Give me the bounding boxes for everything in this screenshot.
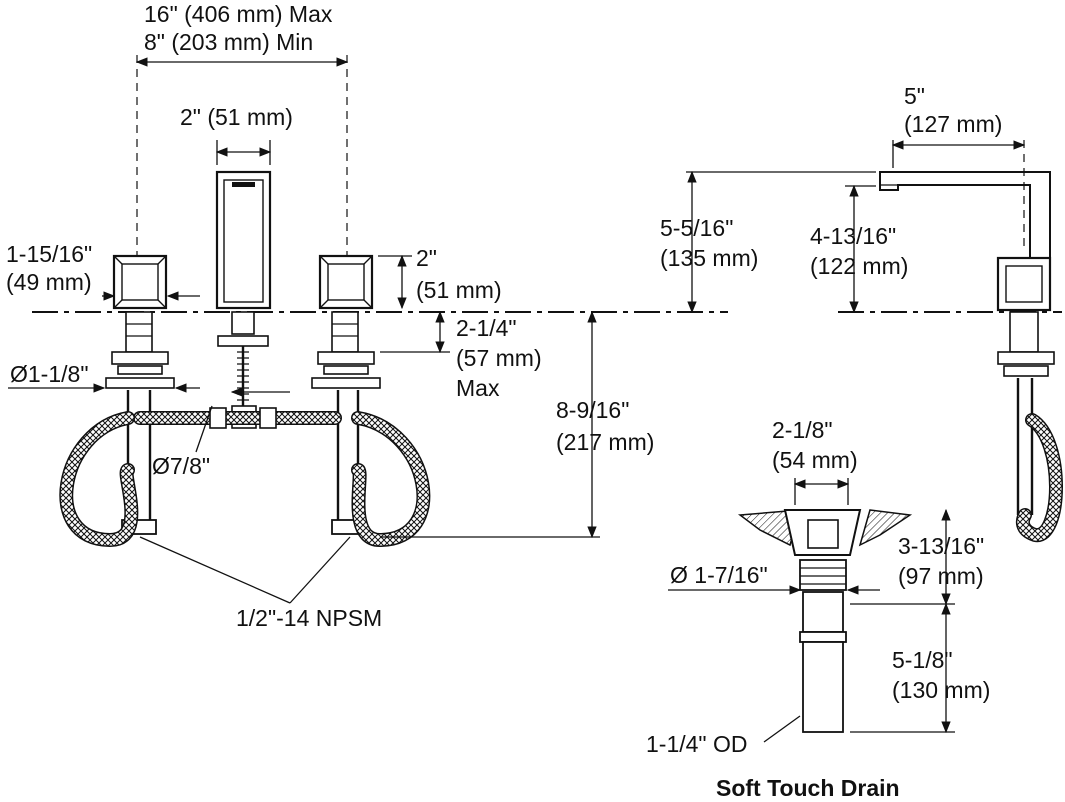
handle-width-in-label: 1-15/16" [6,241,92,267]
drain-height-mm-label: (97 mm) [898,563,984,589]
spout-height-in-label: 5-5/16" [660,215,733,241]
drain-view [668,478,955,743]
drain-height-in-label: 3-13/16" [898,533,984,559]
tail-length-mm-label: (130 mm) [892,677,990,703]
front-view [8,55,600,604]
drain-top-in-label: 2-1/8" [772,417,833,443]
spread-min-label: 8" (203 mm) Min [144,29,313,55]
spread-max-label: 16" (406 mm) Max [144,1,333,27]
right-handle [311,254,381,535]
reach-in-label: 5" [904,83,925,109]
shank-dia-label: Ø1-1/8" [10,361,88,387]
spout-height-mm-label: (135 mm) [660,245,758,271]
reach-mm-label: (127 mm) [904,111,1002,137]
connection-label: 1/2"-14 NPSM [236,605,382,631]
deck-thickness-in-label: 2-1/4" [456,315,517,341]
hose-dia-label: Ø7/8" [152,453,210,479]
tail-od-label: 1-1/4" OD [646,731,747,757]
below-deck-mm-label: (217 mm) [556,429,654,455]
deck-thickness-mm-label: (57 mm) [456,345,542,371]
spout-width-label: 2" (51 mm) [180,104,293,130]
drain-top-mm-label: (54 mm) [772,447,858,473]
deck-thickness-note-label: Max [456,375,500,401]
handle-height-mm-label: (51 mm) [416,277,502,303]
tail-length-in-label: 5-1/8" [892,647,953,673]
left-handle [105,254,175,535]
outlet-height-mm-label: (122 mm) [810,253,908,279]
drain-title: Soft Touch Drain [716,775,900,801]
handle-width-mm-label: (49 mm) [6,269,92,295]
handle-height-in-label: 2" [416,245,437,271]
drain-dia-label: Ø 1-7/16" [670,562,768,588]
side-view [686,140,1063,542]
outlet-height-in-label: 4-13/16" [810,223,896,249]
spout [215,170,272,429]
below-deck-in-label: 8-9/16" [556,397,629,423]
